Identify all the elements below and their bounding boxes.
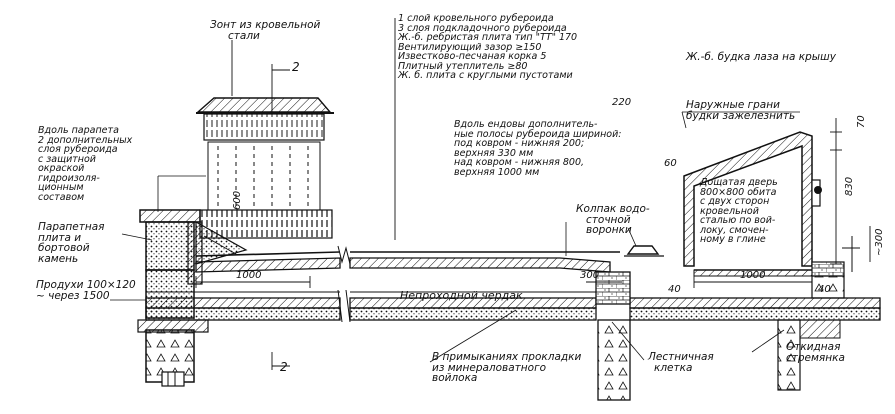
parapet-plate-label: Парапетная плита и бортовой камень (38, 222, 105, 264)
roof-layers-label: 1 слой кровельного рубероида 3 слоя подк… (398, 14, 577, 81)
door-line-2: 800×800 обита (700, 186, 777, 198)
dim-300-right: ~300 (874, 228, 885, 256)
door-line-1: Дощатая дверь (700, 177, 778, 188)
parapet-strips-line-3: слоя рубероида (38, 144, 118, 155)
layer-2: 3 слоя подкладочного рубероида (398, 22, 567, 34)
door-line-6: локу, смочен- (700, 224, 769, 236)
roof-slab (195, 245, 620, 273)
hinged-ladder-line-2: стремянка (786, 351, 845, 364)
outer-edges-line-2: будки зажелезнить (686, 109, 796, 122)
door-line-4: кровельной (700, 205, 759, 217)
gaskets-line-3: войлока (432, 372, 478, 384)
dim-60: 60 (664, 158, 677, 169)
parapet-strips-label: Вдоль парапета 2 дополнительных слоя руб… (38, 126, 132, 202)
outer-edges-label: Наружные грани будки зажелезнить (686, 100, 795, 121)
dim-830: 830 (844, 176, 855, 196)
stairwell-label: Лестничная клетка (648, 352, 714, 373)
dim-600: 600 (232, 190, 243, 210)
valley-line-6: верхняя 1000 мм (454, 166, 540, 178)
valley-line-3: под ковром - нижняя 200; (454, 138, 585, 149)
layer-1: 1 слой кровельного рубероида (398, 13, 554, 24)
gaskets-label: В примыканиях прокладки из минераловатно… (432, 352, 581, 384)
stairwell-line-1: Лестничная (648, 351, 714, 363)
vent-shaft (196, 40, 334, 239)
layer-6: Плитный утеплитель ≥80 (398, 60, 528, 72)
funnel-cap-line-2: сточной (586, 213, 631, 226)
parapet-plate-line-4: камень (38, 252, 79, 265)
stairwell-line-2: клетка (654, 361, 693, 374)
valley-strips-label: Вдоль ендовы дополнитель- ные полосы руб… (454, 120, 621, 177)
gaskets-line-1: В примыканиях прокладки (432, 351, 582, 363)
parapet-plate-line-2: плита и (38, 231, 82, 244)
funnel-cap-line-3: воронки (586, 224, 632, 236)
parapet-strips-line-5: окраской (38, 163, 85, 174)
dim-1000-left: 1000 (236, 270, 262, 281)
roof-hatch-label: Ж.-б. будка лаза на крышу (686, 51, 836, 63)
roof-hatch-hut (624, 131, 860, 391)
valley-line-5: над ковром - нижняя 800, (454, 157, 585, 168)
layer-4: Вентилирующий зазор ≥150 (398, 41, 542, 53)
hinged-ladder-line-1: Откидная (786, 341, 841, 353)
umbrella-line-2: стали (228, 29, 260, 42)
dim-40-left: 40 (668, 284, 681, 295)
funnel-cap-line-1: Колпак водо- (576, 203, 650, 215)
valley-line-2: ные полосы рубероида шириной: (454, 128, 622, 140)
umbrella-line-1: Зонт из кровельной (210, 19, 321, 31)
layer-5: Известково-песчаная корка 5 (398, 51, 547, 62)
layer-3: Ж.-б. ребристая плита тип "ТТ" 170 (398, 32, 578, 43)
parapet-strips-line-7: ционным (38, 182, 84, 193)
dim-1000-right: 1000 (740, 270, 766, 281)
hinged-ladder-label: Откидная стремянка (786, 342, 845, 363)
parapet-strips-line-1: Вдоль парапета (38, 125, 119, 136)
vents-label: Продухи 100×120 ~ через 1500 (36, 280, 136, 301)
parapet-plate-line-3: бортовой (38, 242, 90, 254)
valley-line-4: верхняя 330 мм (454, 147, 534, 159)
dim-40-right: 40 (818, 284, 831, 295)
attic-floor (145, 289, 881, 323)
dim-300: 300 (580, 270, 600, 281)
section-mark-top: 2 (292, 60, 300, 74)
dim-70: 70 (856, 115, 867, 128)
umbrella-label: Зонт из кровельной стали (210, 20, 320, 41)
parapet-strips-line-8: составом (38, 191, 85, 203)
parapet-strips-line-2: 2 дополнительных (38, 134, 133, 146)
layer-7: Ж. б. плита с круглыми пустотами (398, 70, 573, 81)
valley-line-1: Вдоль ендовы дополнитель- (454, 119, 598, 130)
door-line-7: ному в глине (700, 234, 766, 245)
vents-line-2: ~ через 1500 (36, 289, 110, 302)
layers-thickness: 220 (612, 97, 632, 108)
funnel-cap-label: Колпак водо- сточной воронки (576, 204, 650, 236)
door-label: Дощатая дверь 800×800 обита с двух сторо… (700, 178, 778, 245)
vents-line-1: Продухи 100×120 (36, 279, 136, 291)
dimension-lines (195, 18, 871, 370)
section-mark-bottom: 2 (280, 360, 288, 374)
parapet-strips-line-4: с защитной (38, 153, 96, 165)
outer-edges-line-1: Наружные грани (686, 99, 780, 111)
attic-label: Непроходной чердак (400, 289, 523, 302)
parapet-strips-line-6: гидроизоля- (38, 172, 100, 184)
parapet-plate-line-1: Парапетная (38, 221, 105, 233)
gaskets-line-2: из минераловатного (432, 361, 547, 374)
door-line-3: с двух сторон (700, 196, 770, 207)
stairwell-wall (595, 271, 631, 401)
door-line-5: сталью по вой- (700, 215, 776, 226)
leader-lines (110, 111, 800, 363)
